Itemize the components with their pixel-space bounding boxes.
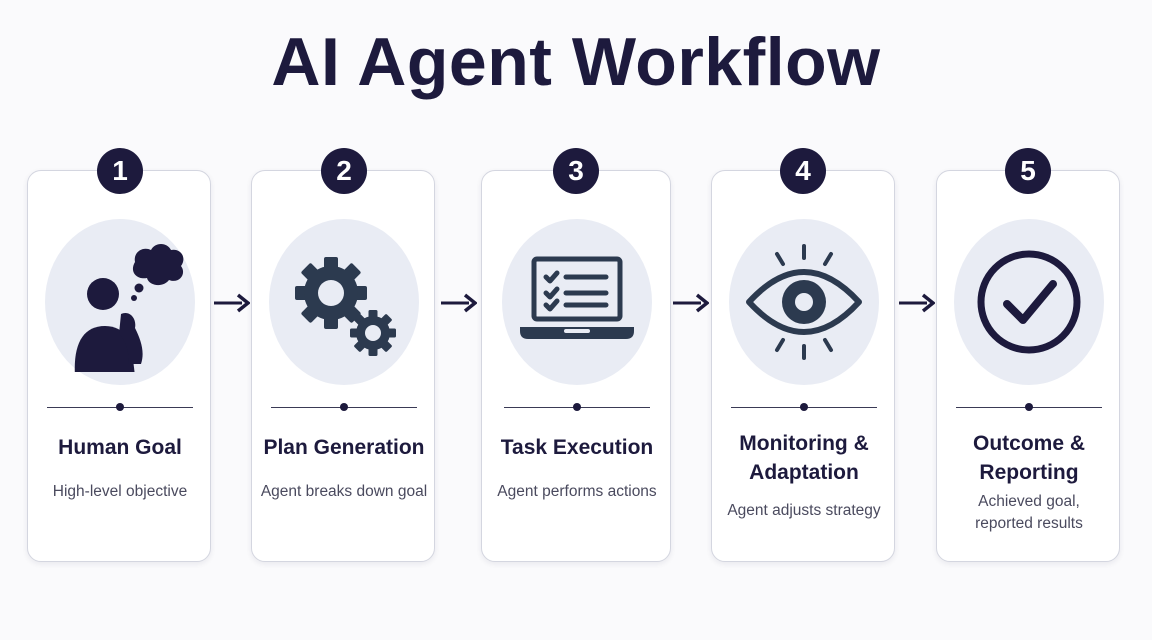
step-title: Outcome & Reporting xyxy=(972,432,1085,484)
icon-circle xyxy=(269,219,419,385)
gears-icon xyxy=(295,257,396,356)
step-card-plan-generation: Plan Generation Agent breaks down goal xyxy=(251,170,435,562)
arrow-right-icon xyxy=(441,293,477,313)
step-title: Task Execution xyxy=(500,436,654,459)
icon-circle xyxy=(954,219,1104,385)
arrow-right-icon xyxy=(214,293,250,313)
step-title: Monitoring & Adaptation xyxy=(739,432,869,484)
icon-circle xyxy=(502,219,652,385)
divider-dot xyxy=(340,403,348,411)
divider-dot xyxy=(573,403,581,411)
arrow-right-icon xyxy=(899,293,935,313)
step-card-human-goal: Human Goal High-level objective xyxy=(27,170,211,562)
step-title: Plan Generation xyxy=(263,436,425,459)
arrow-right-icon xyxy=(673,293,709,313)
step-card-task-execution: Task Execution Agent performs actions xyxy=(481,170,671,562)
step-description: Achieved goal, reported results xyxy=(975,493,1083,532)
laptop-checklist-icon xyxy=(520,256,634,339)
step-description: High-level objective xyxy=(52,483,188,500)
step-description: Agent adjusts strategy xyxy=(727,502,881,519)
icon-circle xyxy=(45,219,195,385)
icon-circle xyxy=(729,219,879,385)
eye-icon xyxy=(746,244,862,360)
step-description: Agent breaks down goal xyxy=(260,483,428,500)
check-circle-icon xyxy=(977,250,1081,354)
step-number-badge: 2 xyxy=(321,148,367,194)
step-card-monitoring-adaptation: Monitoring & Adaptation Agent adjusts st… xyxy=(711,170,895,562)
divider-dot xyxy=(116,403,124,411)
step-number-badge: 3 xyxy=(553,148,599,194)
step-number-badge: 5 xyxy=(1005,148,1051,194)
step-description: Agent performs actions xyxy=(497,483,657,500)
step-number-badge: 1 xyxy=(97,148,143,194)
divider-dot xyxy=(1025,403,1033,411)
thinking-person-icon xyxy=(74,244,184,372)
page-title: AI Agent Workflow xyxy=(271,24,881,100)
step-number-badge: 4 xyxy=(780,148,826,194)
step-title: Human Goal xyxy=(58,436,182,459)
step-card-outcome-reporting: Outcome & Reporting Achieved goal, repor… xyxy=(936,170,1120,562)
divider-dot xyxy=(800,403,808,411)
